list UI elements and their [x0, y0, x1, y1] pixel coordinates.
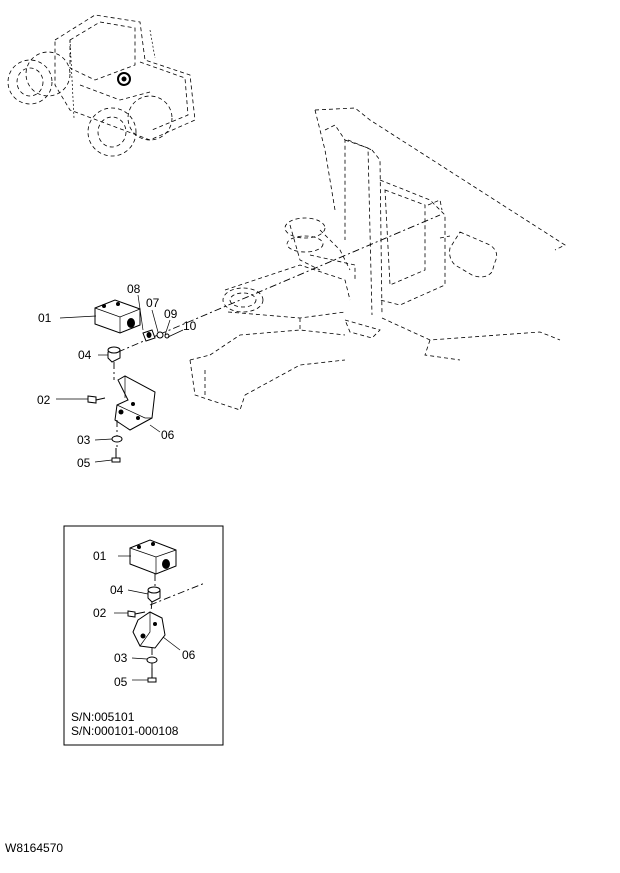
callout-06: 06 [161, 428, 175, 442]
assembly-centerline [117, 214, 441, 353]
block-fitting [94, 299, 141, 334]
inset-callout-01: 01 [93, 549, 107, 563]
callout-04: 04 [78, 348, 92, 362]
callout-09: 09 [164, 307, 178, 321]
callout-10: 10 [183, 319, 197, 333]
callout-05: 05 [77, 456, 91, 470]
inset-callout-04: 04 [110, 583, 124, 597]
callout-07: 07 [146, 296, 160, 310]
callout-08: 08 [127, 282, 141, 296]
inset-callout-06: 06 [182, 648, 196, 662]
plug [107, 346, 121, 363]
figure-code: W8164570 [5, 841, 63, 855]
inset-callout-05: 05 [114, 675, 128, 689]
mounting-bracket [114, 375, 156, 431]
main-exploded-view [56, 294, 184, 463]
serial-number-line-1: S/N:005101 [71, 710, 135, 724]
vehicle-locator-illustration [7, 14, 196, 157]
serial-number-line-2: S/N:000101-000108 [71, 724, 179, 738]
bolt [111, 448, 121, 463]
union-fitting [142, 329, 156, 342]
callout-03: 03 [77, 433, 91, 447]
callout-02: 02 [37, 393, 51, 407]
inset-callout-03: 03 [114, 651, 128, 665]
inset-callout-02: 02 [93, 606, 107, 620]
serial-variant-inset [63, 525, 224, 746]
screw [87, 395, 106, 404]
machine-frame [189, 107, 566, 411]
callout-01: 01 [38, 311, 52, 325]
